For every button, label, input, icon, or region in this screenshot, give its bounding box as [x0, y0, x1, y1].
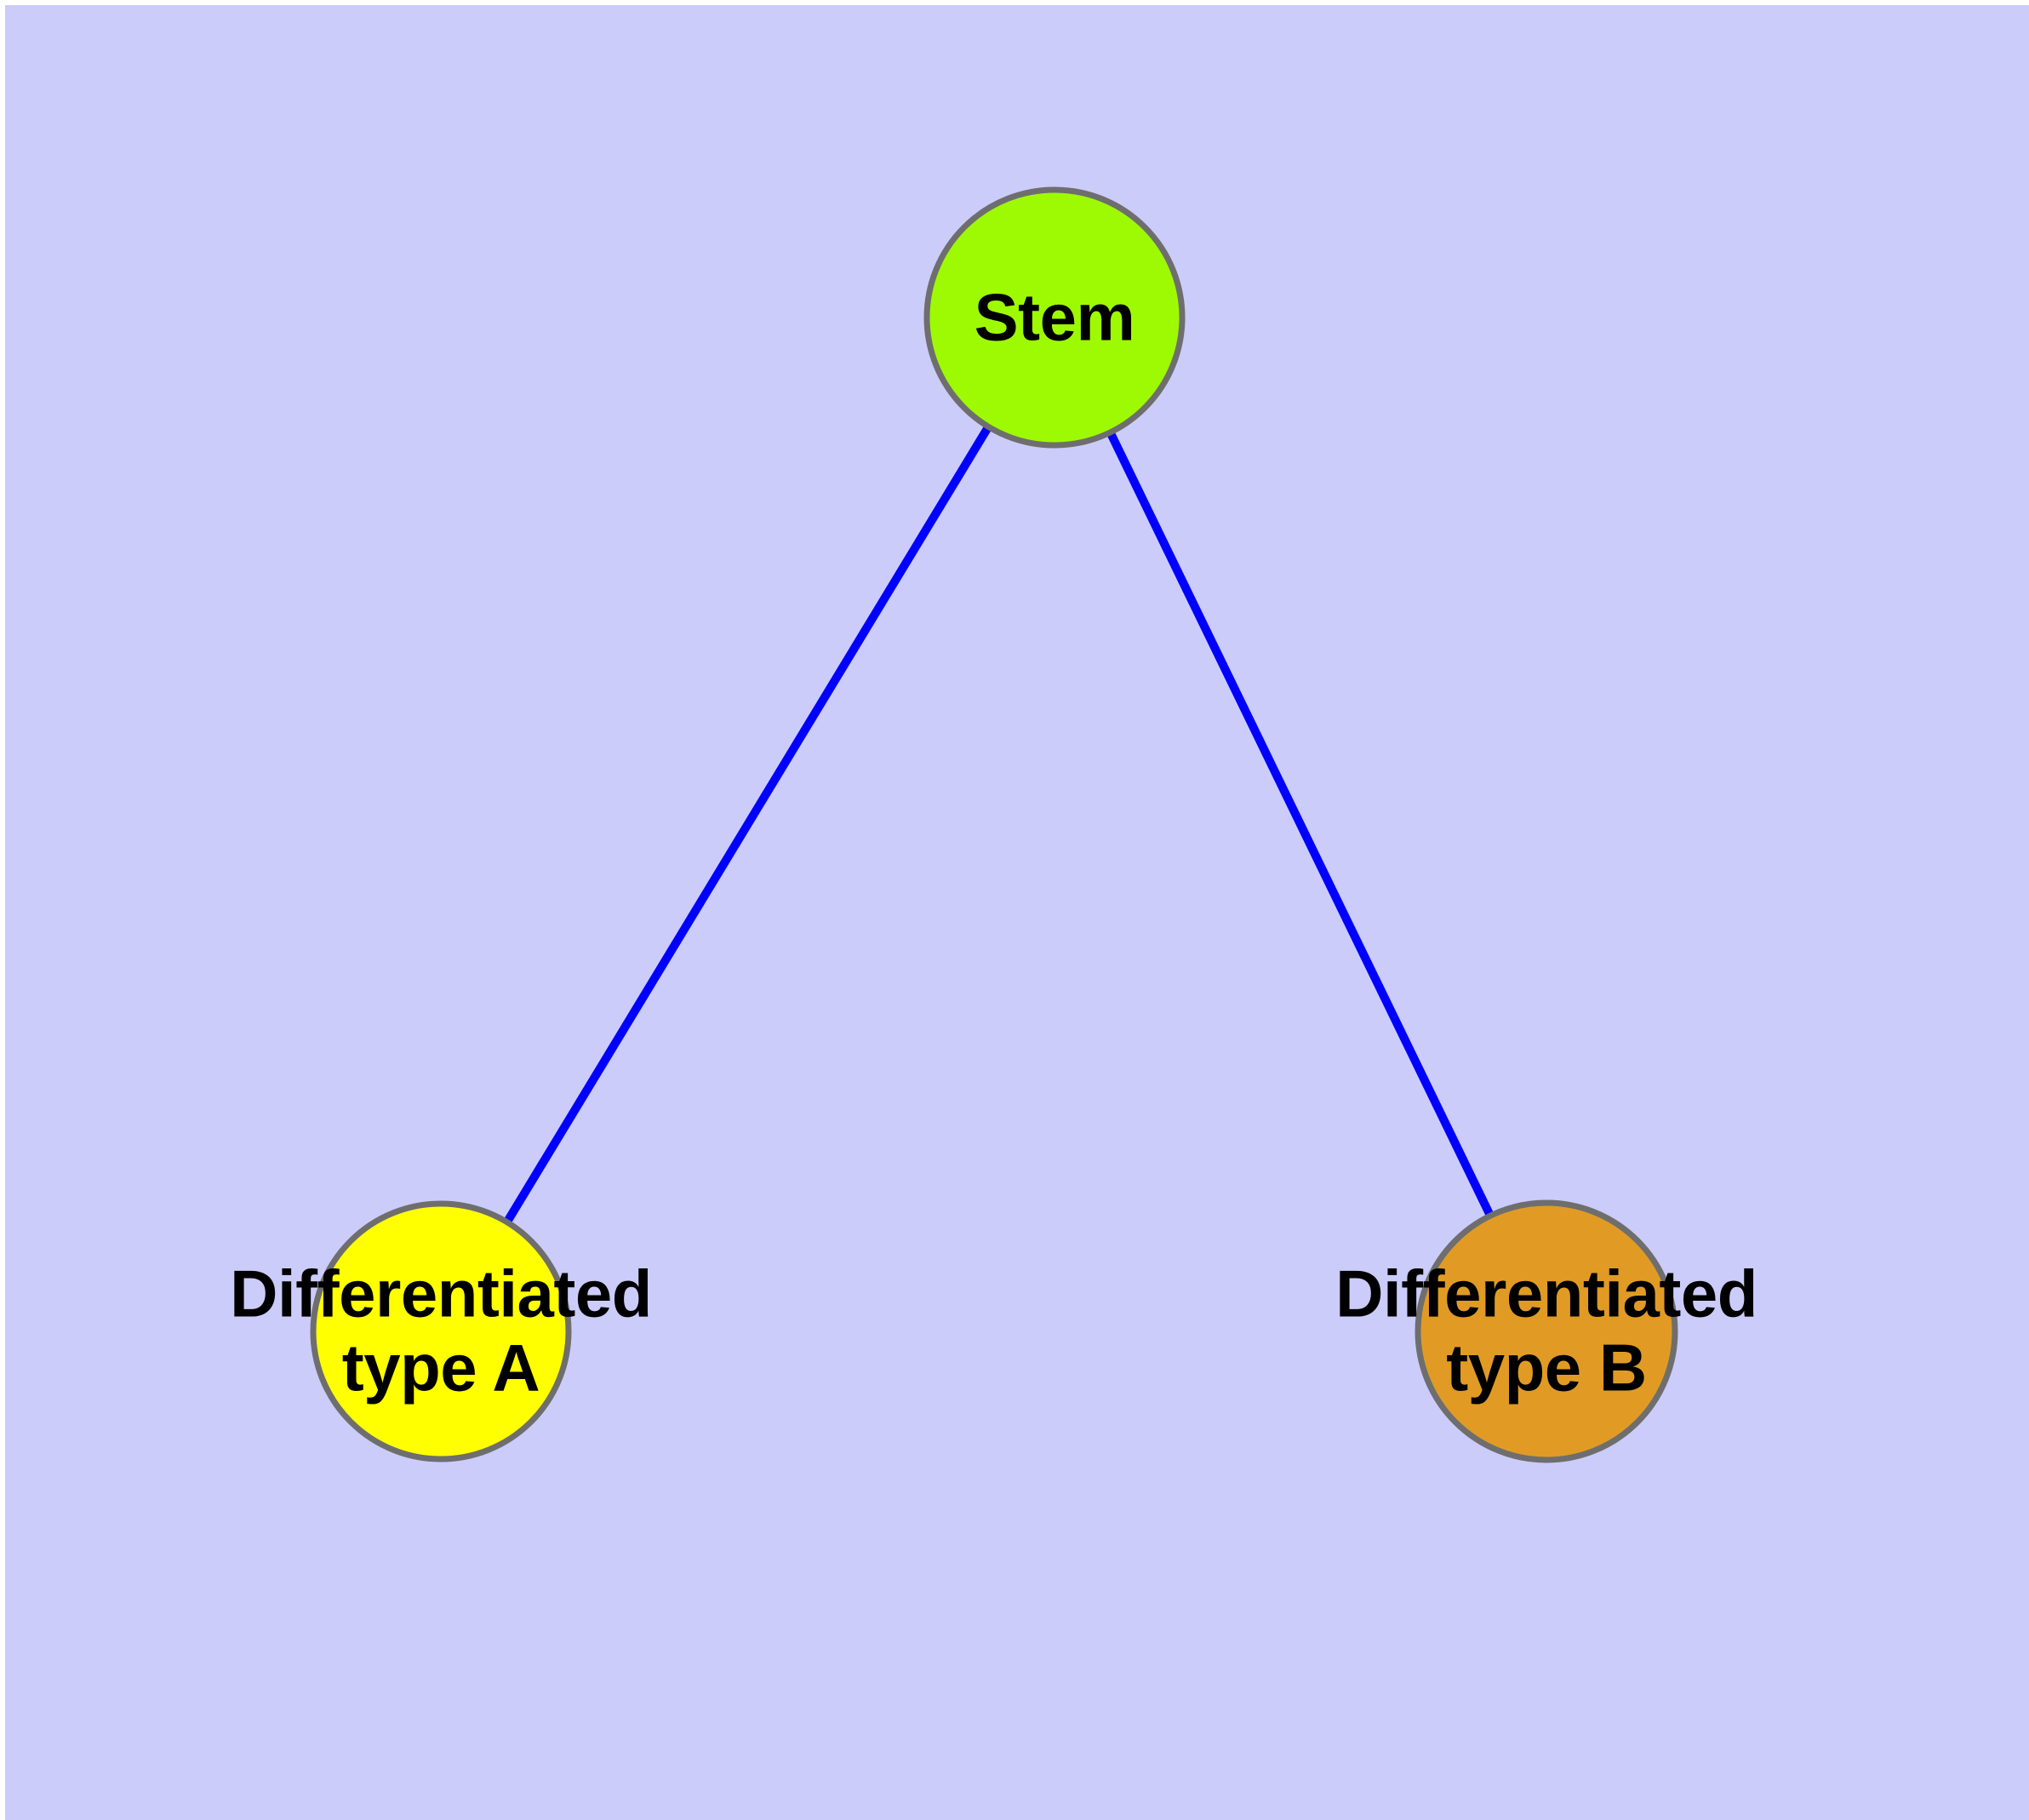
edges-layer	[437, 315, 1551, 1334]
node-stem[interactable]	[923, 186, 1186, 449]
node-differentiated-type-a[interactable]	[310, 1200, 572, 1462]
nodes-layer	[310, 186, 1678, 1463]
node-differentiated-type-b[interactable]	[1415, 1199, 1678, 1463]
edge-stem-to-diff-a[interactable]	[437, 315, 1059, 1334]
edge-stem-to-diff-b[interactable]	[1050, 315, 1551, 1334]
